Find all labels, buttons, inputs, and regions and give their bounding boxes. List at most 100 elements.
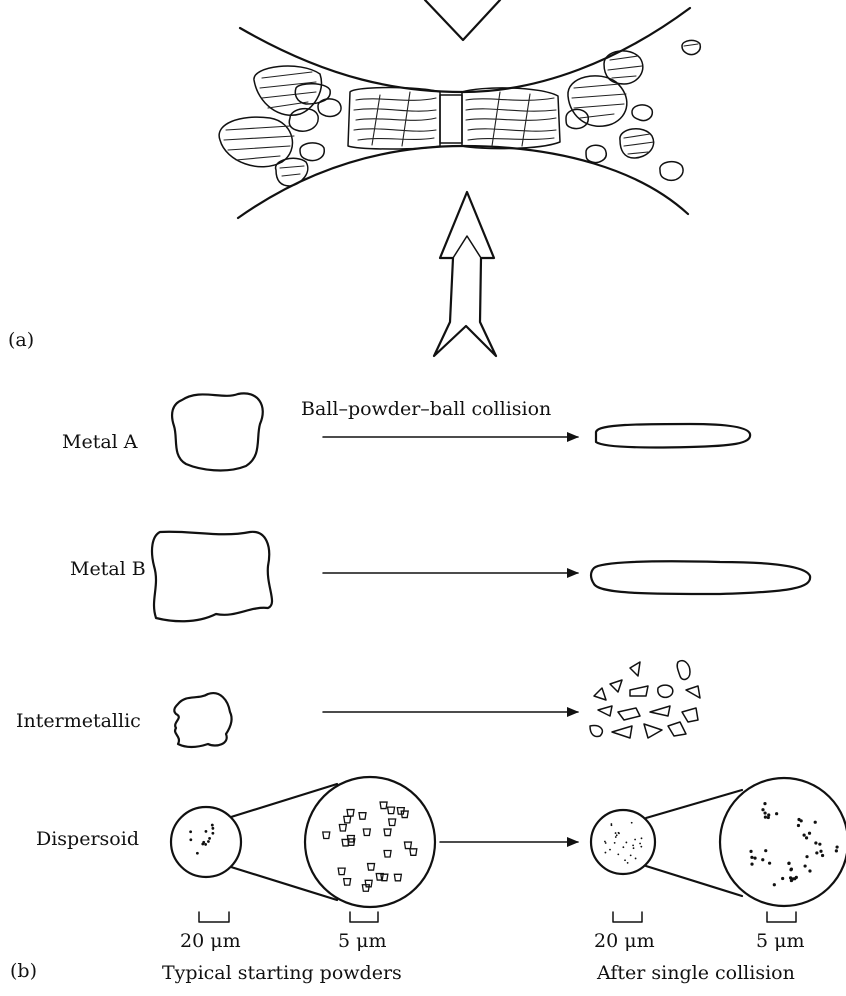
dispersoid-dots-initial [189,824,214,855]
dispersoid-particle [211,824,214,827]
bottom-ball-arrow [434,192,496,356]
dispersoid-small-circle-after [591,810,655,874]
dispersoid-particle [368,864,375,871]
dispersoid-particle [750,856,753,859]
dispersoid-particle [624,859,626,861]
dispersoid-particle [631,822,633,824]
dispersoid-particle [401,811,408,818]
dispersoid-particle [205,830,208,833]
trapped-powder-particles [219,40,700,186]
dispersoid-particle [609,849,611,851]
dispersoid-particle [835,849,838,852]
dispersoid-dots-after [604,822,642,864]
dispersoid-particle [344,816,351,823]
dispersoid-particle [797,824,800,827]
dispersoid-particle [208,837,211,840]
metal-b-particle-flattened [591,561,810,594]
row-label-metal-b: Metal B [70,560,146,579]
collision-label: Ball–powder–ball collision [301,400,551,419]
dispersoid-particle [773,883,776,886]
dispersoid-particle [618,832,620,834]
dispersoid-particle [750,862,753,865]
dispersoid-particle [339,824,346,831]
dispersoid-after-group [591,778,846,906]
dispersoid-particle [616,834,618,836]
dispersoid-particle [815,851,818,854]
dispersoid-particle [763,802,766,805]
intermetallic-fragments [590,661,700,738]
dispersoid-dots-magnified-after [749,802,838,886]
dispersoid-particle [818,843,821,846]
dispersoid-particle [632,844,634,846]
dispersoid-particle [630,854,632,856]
dispersoid-particle [410,849,417,856]
dispersoid-particle [805,836,808,839]
dispersoid-particle [789,868,792,871]
dispersoid-particle [622,846,624,848]
metal-a-particle-flattened [596,424,750,447]
dispersoid-particle [381,874,388,881]
dispersoid-particle [819,850,822,853]
dispersoid-particle [614,842,616,844]
dispersoid-particle [605,852,607,854]
dispersoid-particle [207,840,210,843]
metal-a-particle-initial [172,393,263,470]
row-label-intermetallic: Intermetallic [16,712,141,731]
dispersoid-particle [347,810,354,817]
lower-ball-surface [238,146,688,218]
dispersoid-particle [768,862,771,865]
dispersoid-initial-group [171,777,435,907]
dispersoid-particle [639,843,641,845]
dispersoid-particle [338,868,345,875]
dispersoid-magnified-circle-initial [305,777,435,907]
dispersoid-particle [775,812,778,815]
dispersoid-particle [635,858,637,860]
dispersoid-particle [615,832,617,834]
dispersoid-magnified-circle-after [720,778,846,906]
dispersoid-particle [404,842,411,849]
top-ball-arrow [425,0,500,40]
dispersoid-particle [814,841,817,844]
dispersoid-particle [615,836,617,838]
dispersoid-particle [763,811,766,814]
scale-bar-5um-right [767,912,796,922]
scale-label-20um-right: 20 μm [594,932,655,951]
scale-bar-20um-left [199,912,229,922]
dispersoid-particle [384,829,391,836]
collision-effects-panel-b [152,393,846,922]
scale-label-20um-left: 20 μm [180,932,241,951]
row-label-metal-a: Metal A [62,433,138,452]
dispersoid-particle [380,802,387,809]
dispersoid-particle [201,843,204,846]
caption-after-collision: After single collision [597,964,795,983]
dispersoid-particle [753,857,756,860]
dispersoid-particle [359,813,366,820]
dispersoid-particle [625,842,627,844]
dispersoid-particle [634,839,636,841]
dispersoid-particle [761,858,764,861]
scale-bar-5um-left [350,912,378,922]
dispersoid-squares-magnified [323,802,417,891]
dispersoid-particle [761,808,764,811]
dispersoid-particle [749,850,752,853]
dispersoid-particle [627,862,629,864]
panel-b-label: (b) [10,962,37,981]
dispersoid-particle [800,819,803,822]
dispersoid-particle [323,832,330,839]
dispersoid-particle [808,832,811,835]
panel-a-label: (a) [8,331,34,350]
dispersoid-particle [805,855,808,858]
dispersoid-particle [189,830,192,833]
dispersoid-particle [204,843,207,846]
dispersoid-particle [611,824,613,826]
dispersoid-particle [617,854,619,856]
dispersoid-particle [388,807,395,814]
dispersoid-particle [389,819,396,826]
dispersoid-particle [764,816,767,819]
dispersoid-particle [384,850,391,857]
intermetallic-particle-initial [174,693,231,747]
dispersoid-particle [394,874,401,881]
dispersoid-particle [641,837,643,839]
collision-zone-panel-a [219,0,700,356]
